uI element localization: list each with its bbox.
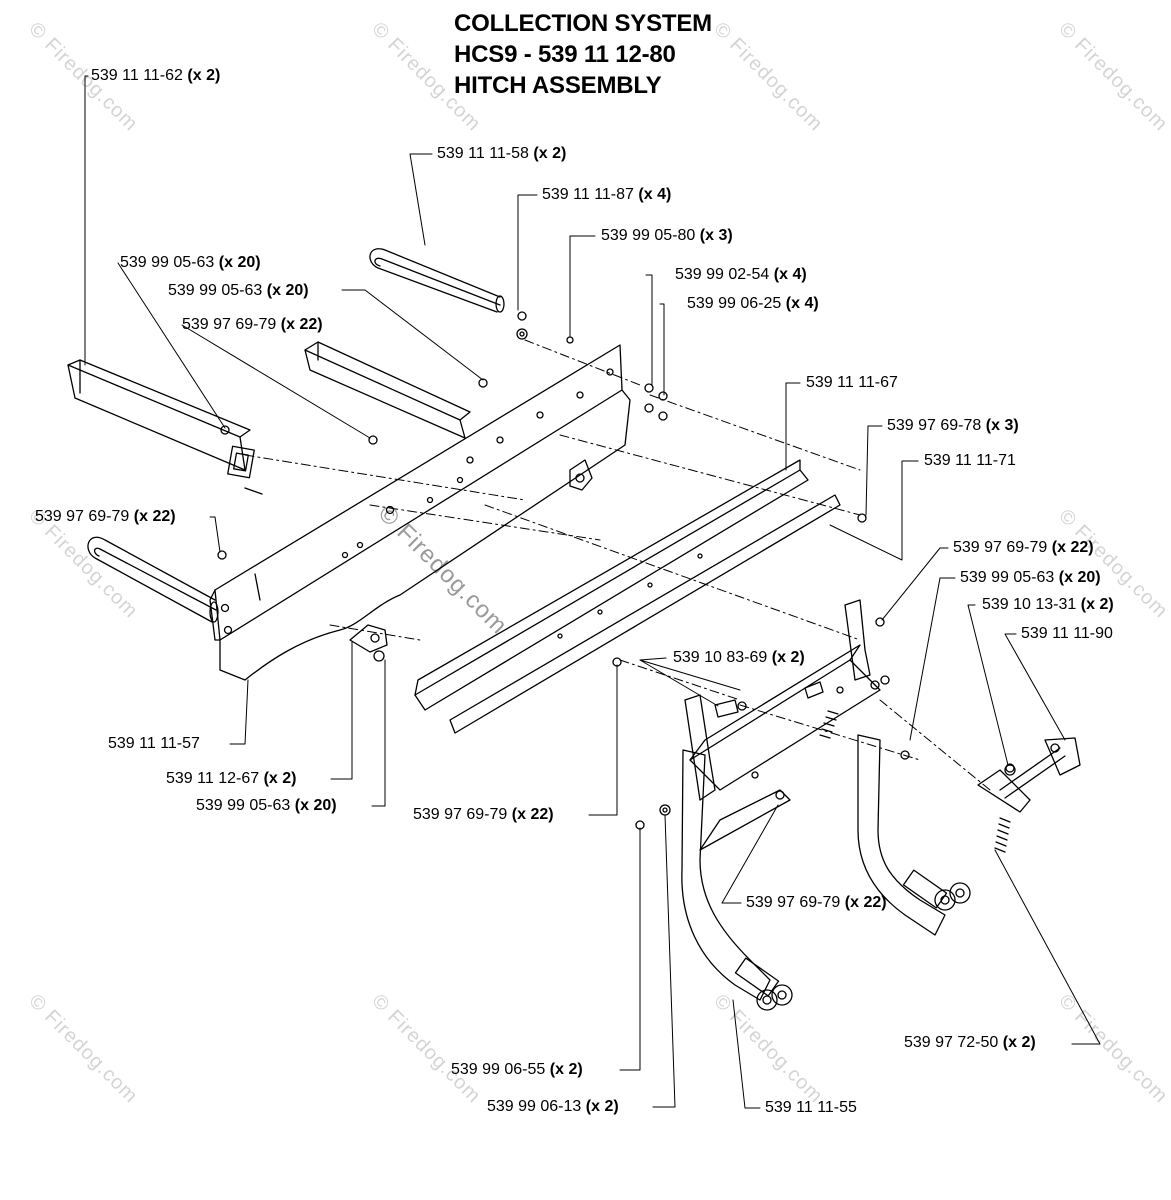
- callout-label: 539 11 11-87 (x 4): [542, 186, 672, 203]
- callout-label: 539 99 06-13 (x 2): [487, 1098, 619, 1115]
- title-line-3: HITCH ASSEMBLY: [454, 72, 662, 99]
- callout-label: 539 97 69-79 (x 22): [35, 508, 176, 525]
- arm-left-back: [67, 359, 263, 495]
- callout-label: 539 11 11-62 (x 2): [91, 67, 221, 84]
- springs: [819, 710, 1011, 853]
- callout-label: 539 97 69-79 (x 22): [413, 806, 554, 823]
- callout-label: 539 99 05-63 (x 20): [168, 282, 309, 299]
- callout-label: 539 99 02-54 (x 4): [675, 266, 807, 283]
- diagram-title: COLLECTION SYSTEM HCS9 - 539 11 12-80 HI…: [454, 8, 712, 101]
- hitch-frame: [681, 599, 971, 1011]
- callout-label: 539 99 06-25 (x 4): [687, 295, 819, 312]
- callout-label: 539 11 11-90: [1021, 625, 1113, 642]
- callout-label: 539 11 11-67: [806, 374, 898, 391]
- alignment-lines: [244, 339, 991, 791]
- callout-label: 539 99 05-63 (x 20): [960, 569, 1101, 586]
- callout-label: 539 97 69-79 (x 22): [182, 316, 323, 333]
- title-line-1: COLLECTION SYSTEM: [454, 10, 712, 37]
- fasteners: [217, 311, 1015, 830]
- callout-label: 539 11 11-55: [765, 1099, 857, 1116]
- callout-label: 539 11 11-58 (x 2): [437, 145, 567, 162]
- callout-label: 539 99 05-63 (x 20): [196, 797, 337, 814]
- main-crossbar: [209, 344, 631, 681]
- callout-label: 539 97 69-79 (x 22): [953, 539, 1094, 556]
- arm-left-front: [304, 341, 471, 439]
- callout-label: 539 99 05-80 (x 3): [601, 227, 733, 244]
- callout-label: 539 97 72-50 (x 2): [904, 1034, 1036, 1051]
- angle-bars: [414, 459, 841, 734]
- small-bracket: [349, 624, 388, 653]
- callout-label: 539 11 11-71: [924, 452, 1016, 469]
- pivot-lever: [977, 737, 1081, 813]
- title-line-2: HCS9 - 539 11 12-80: [454, 41, 676, 68]
- callout-label: 539 99 06-55 (x 2): [451, 1061, 583, 1078]
- leader-lines: [84, 75, 1101, 1109]
- callout-label: 539 10 13-31 (x 2): [982, 596, 1114, 613]
- callout-label: 539 99 05-63 (x 20): [120, 254, 261, 271]
- handle-bar-top: [369, 248, 505, 313]
- callout-label: 539 10 83-69 (x 2): [673, 649, 805, 666]
- callout-label: 539 97 69-78 (x 3): [887, 417, 1019, 434]
- callout-label: 539 11 11-57: [108, 735, 200, 752]
- callout-label: 539 11 12-67 (x 2): [166, 770, 297, 787]
- callout-label: 539 97 69-79 (x 22): [746, 894, 887, 911]
- handle-bar-left: [87, 536, 219, 623]
